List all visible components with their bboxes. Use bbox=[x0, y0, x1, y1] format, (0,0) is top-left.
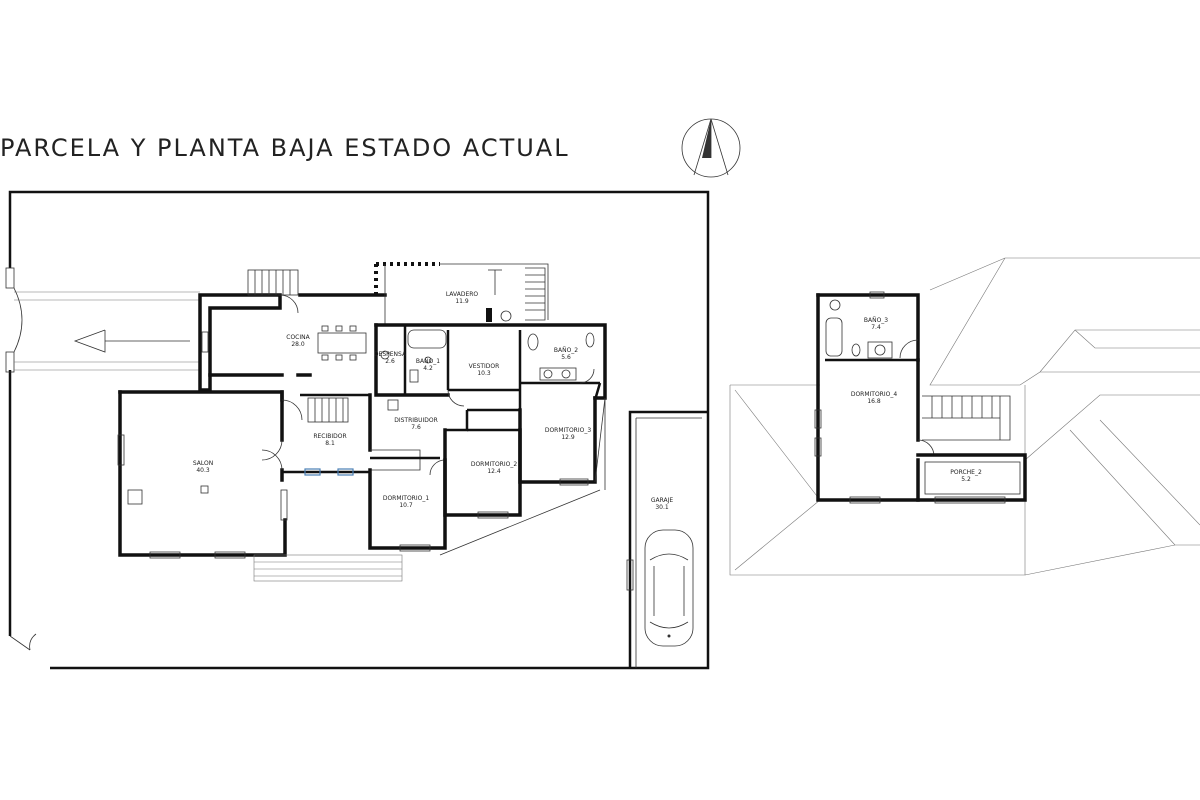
room-name-lavadero: LAVADERO bbox=[446, 291, 479, 298]
room-name-dormitorio3: DORMITORIO_3 bbox=[545, 427, 592, 434]
room-name-dormitorio2: DORMITORIO_2 bbox=[471, 461, 518, 468]
room-area-dormitorio1: 10.7 bbox=[399, 502, 413, 509]
room-name-distribuidor: DISTRIBUIDOR bbox=[394, 417, 438, 424]
room-name-vestidor: VESTIDOR bbox=[469, 363, 500, 370]
room-name-cocina: COCINA bbox=[286, 334, 310, 341]
room-area-recibidor: 8.1 bbox=[325, 440, 335, 447]
room-area-vestidor: 10.3 bbox=[477, 370, 491, 377]
room-area-dormitorio2: 12.4 bbox=[487, 468, 501, 475]
room-area-garaje: 30.1 bbox=[655, 504, 669, 511]
drawing-title: PARCELA Y PLANTA BAJA ESTADO ACTUAL bbox=[0, 134, 570, 162]
room-area-despensa: 2.6 bbox=[385, 358, 395, 365]
room-name-dormitorio4: DORMITORIO_4 bbox=[851, 391, 898, 398]
car-icon bbox=[644, 529, 694, 647]
room-area-lavadero: 11.9 bbox=[455, 298, 469, 305]
room-area-bano3: 7.4 bbox=[871, 324, 881, 331]
room-area-dormitorio3: 12.9 bbox=[561, 434, 575, 441]
room-name-salon: SALON bbox=[193, 460, 213, 467]
room-name-despensa: DESPENSA bbox=[374, 351, 407, 358]
room-name-bano3: BAÑO_3 bbox=[864, 317, 888, 324]
room-area-bano2: 5.6 bbox=[561, 354, 571, 361]
room-name-dormitorio1: DORMITORIO_1 bbox=[383, 495, 430, 502]
room-name-porche2: PORCHE_2 bbox=[950, 469, 982, 476]
room-name-recibidor: RECIBIDOR bbox=[313, 433, 346, 440]
parcel-boundary bbox=[5, 190, 710, 670]
ground-floor-walls bbox=[117, 262, 607, 582]
room-name-bano1: BAÑO_1 bbox=[416, 358, 440, 365]
room-area-dormitorio4: 16.8 bbox=[867, 398, 881, 405]
room-name-bano2: BAÑO_2 bbox=[554, 347, 578, 354]
room-area-bano1: 4.2 bbox=[423, 365, 433, 372]
room-area-cocina: 28.0 bbox=[291, 341, 305, 348]
room-area-salon: 40.3 bbox=[196, 467, 210, 474]
garage bbox=[626, 410, 708, 668]
room-area-porche2: 5.2 bbox=[961, 476, 971, 483]
north-arrow-icon bbox=[681, 118, 741, 178]
upper-floor-plan bbox=[729, 257, 1200, 576]
room-name-garaje: GARAJE bbox=[651, 497, 674, 504]
room-area-distribuidor: 7.6 bbox=[411, 424, 421, 431]
